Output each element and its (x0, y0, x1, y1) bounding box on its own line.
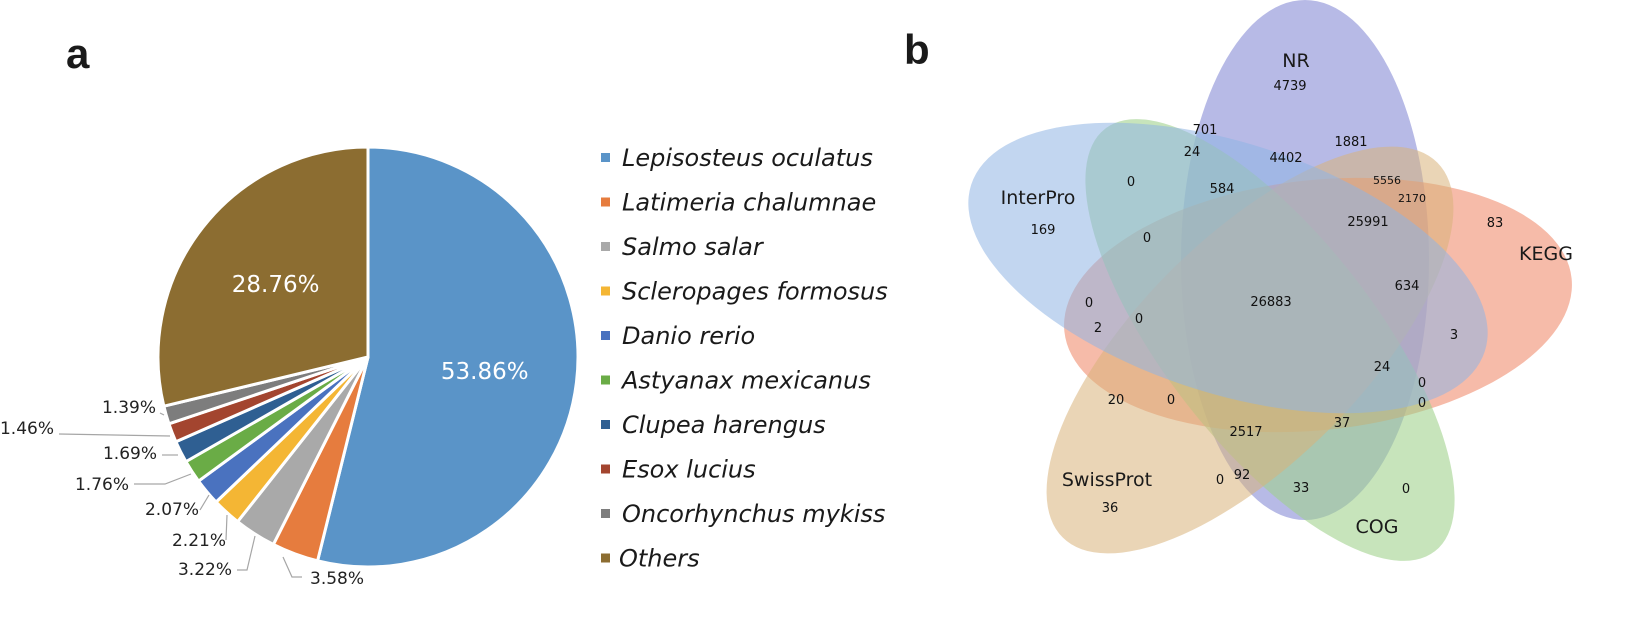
venn-region-value: 0 (1143, 231, 1151, 246)
legend-label-clupea-harengus: Clupea harengus (622, 411, 826, 439)
venn-value-nr-only: 4739 (1273, 79, 1306, 94)
venn-region-value: 0 (1216, 473, 1224, 488)
venn-region-value: 584 (1210, 182, 1235, 197)
venn-region-value: 24 (1184, 145, 1201, 160)
pie-leader-line (134, 473, 192, 485)
legend-label-salmo-salar: Salmo salar (622, 233, 765, 261)
venn-region-value: 701 (1193, 123, 1218, 138)
venn-set-swissprot: SwissProt (1062, 469, 1152, 491)
pie-label-latimeria-chalumnae: 3.58% (310, 569, 364, 589)
legend-swatch-danio-rerio (601, 331, 610, 340)
legend-swatch-astyanax-mexicanus (601, 375, 610, 385)
venn-region-value: 0 (1167, 393, 1175, 408)
venn-region-value: 33 (1293, 481, 1310, 496)
pie-leader-line (282, 556, 302, 578)
venn-value-kegg-only: 83 (1487, 216, 1504, 231)
venn-value-cog-only: 0 (1402, 482, 1410, 497)
pie-leader-line (225, 514, 228, 541)
venn-region-value: 0 (1127, 175, 1135, 190)
pie-labels: 53.86% 3.58% 3.22% 2.21% 2.07% 1.76% 1.69% 1.46… (0, 272, 529, 589)
venn-set-cog: COG (1356, 516, 1399, 538)
venn-region-value: 2517 (1229, 425, 1262, 440)
venn-value-interpro-only: 169 (1031, 223, 1056, 238)
venn-diagram: NR KEGG COG SwissProt InterPro 4739 83 0… (968, 0, 1573, 561)
pie-leader-line (199, 494, 210, 511)
venn-region-value: 2170 (1398, 192, 1426, 205)
pie-label-clupea-harengus: 1.69% (103, 444, 157, 464)
venn-region-value: 92 (1234, 468, 1251, 483)
legend-label-danio-rerio: Danio rerio (622, 322, 755, 350)
legend-swatch-others (601, 553, 610, 563)
venn-region-value: 24 (1374, 360, 1391, 375)
legend-swatch-esox-lucius (601, 464, 610, 474)
venn-region-value: 0 (1085, 296, 1093, 311)
legend-label-oncorhynchus-mykiss: Oncorhynchus mykiss (622, 500, 885, 528)
venn-region-value: 0 (1418, 396, 1426, 411)
legend-label-esox-lucius: Esox lucius (622, 456, 756, 484)
venn-region-value: 2 (1094, 321, 1102, 336)
pie-slice-others (156, 145, 370, 408)
venn-set-nr: NR (1282, 50, 1309, 72)
pie-label-scleropages-formosus: 2.21% (172, 531, 226, 551)
legend-label-astyanax-mexicanus: Astyanax mexicanus (620, 367, 871, 395)
venn-region-value: 37 (1334, 416, 1351, 431)
pie-slice-lepisosteus-oculatus (316, 145, 580, 569)
venn-region-value: 3 (1450, 328, 1458, 343)
pie-label-salmo-salar: 3.22% (178, 560, 232, 580)
pie-label-danio-rerio: 2.07% (145, 500, 199, 520)
legend-swatch-clupea-harengus (601, 420, 610, 429)
venn-region-value: 4402 (1269, 151, 1302, 166)
pie-label-astyanax-mexicanus: 1.76% (75, 475, 129, 495)
pie-chart (156, 145, 580, 569)
pie-leader-line (237, 535, 256, 571)
legend-swatch-oncorhynchus-mykiss (601, 509, 610, 518)
venn-region-value: 26883 (1250, 295, 1291, 310)
venn-region-value: 0 (1418, 376, 1426, 391)
legend-label-others: Others (619, 545, 700, 573)
panel-label-a: a (66, 30, 90, 77)
venn-region-value: 634 (1395, 279, 1420, 294)
legend-swatch-lepisosteus-oculatus (601, 153, 610, 162)
venn-value-swissprot-only: 36 (1102, 501, 1119, 516)
pie-label-esox-lucius: 1.46% (0, 419, 54, 439)
legend-swatch-salmo-salar (601, 242, 610, 251)
venn-set-kegg: KEGG (1519, 243, 1573, 265)
venn-region-value: 1881 (1334, 135, 1367, 150)
venn-region-value: 20 (1108, 393, 1125, 408)
pie-leader-line (159, 412, 165, 416)
legend-swatch-latimeria-chalumnae (601, 197, 610, 207)
pie-label-others: 28.76% (232, 272, 320, 298)
panel-label-b: b (904, 26, 930, 73)
venn-set-interpro: InterPro (1001, 187, 1076, 209)
pie-label-lepisosteus-oculatus: 53.86% (441, 359, 529, 385)
legend-label-lepisosteus-oculatus: Lepisosteus oculatus (622, 144, 873, 172)
legend-swatch-scleropages-formosus (601, 286, 610, 296)
pie-label-oncorhynchus-mykiss: 1.39% (102, 398, 156, 418)
legend-label-scleropages-formosus: Scleropages formosus (622, 278, 888, 306)
venn-ellipse-interpro (968, 122, 1488, 414)
legend-label-latimeria-chalumnae: Latimeria chalumnae (622, 189, 876, 217)
venn-region-value: 5556 (1373, 174, 1401, 187)
venn-region-value: 0 (1135, 312, 1143, 327)
pie-leader-line (58, 433, 171, 437)
venn-region-value: 25991 (1347, 215, 1388, 230)
